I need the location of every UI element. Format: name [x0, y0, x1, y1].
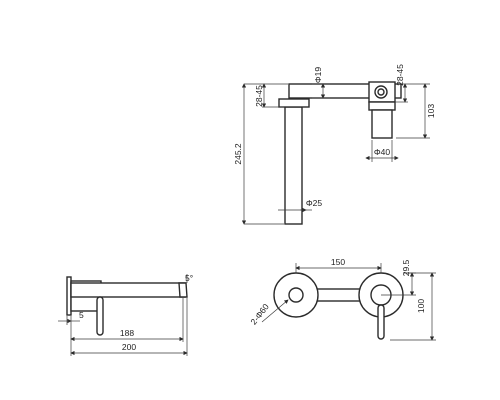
knob-inner — [377, 88, 385, 96]
spout-tip — [178, 282, 188, 298]
dim-plate-offset: 5 — [79, 310, 84, 320]
dim-pipe-diameter: Φ19 — [313, 67, 323, 84]
dim-spout-reach: 188 — [120, 328, 134, 338]
dim-body-height: 103 — [426, 104, 436, 118]
side-lever — [96, 296, 104, 336]
dim-total-height: 245.2 — [233, 143, 243, 165]
cover-flange — [278, 98, 310, 108]
dim-plate-height: 100 — [416, 299, 426, 313]
plan-left-outlet — [288, 287, 304, 303]
side-view: 5° 5 188 200 — [58, 273, 193, 356]
dim-body-diameter: Φ40 — [374, 147, 391, 157]
dim-spout-clearance: 28-45 — [254, 85, 264, 107]
valve-cartridge — [371, 109, 393, 139]
dim-center-distance: 150 — [331, 257, 345, 267]
plan-lever — [377, 304, 385, 340]
dim-body-clearance: 28-45 — [395, 64, 405, 86]
front-view: 28-45 Φ19 28-45 103 245.2 Φ40 Φ25 — [233, 64, 436, 225]
dim-plate-diameter: 2-Φ60 — [248, 301, 271, 326]
dim-total-reach: 200 — [122, 342, 136, 352]
spout-tube — [284, 106, 303, 225]
dim-spout-diameter: Φ25 — [306, 198, 323, 208]
side-spout — [70, 282, 186, 298]
dim-spout-angle: 5° — [185, 273, 193, 283]
plan-view: 150 29.5 100 2-Φ60 — [248, 257, 436, 341]
dim-center-offset: 29.5 — [401, 259, 411, 276]
valve-body-collar — [368, 101, 396, 111]
